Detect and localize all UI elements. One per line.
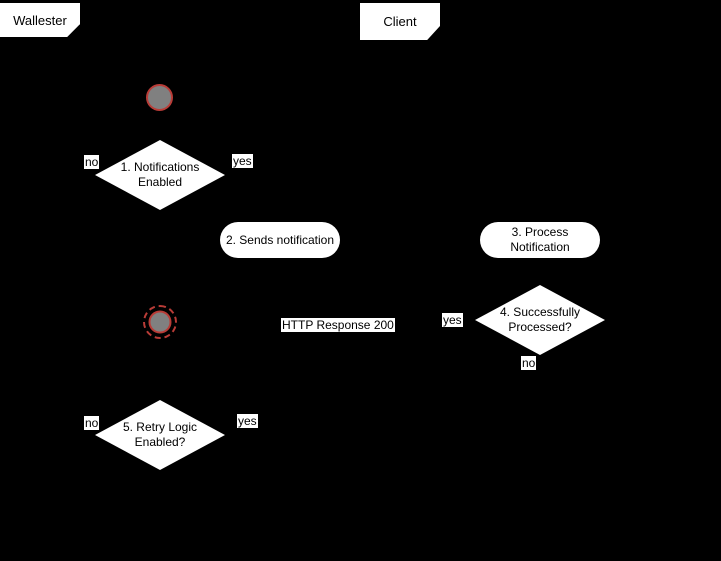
- process-sends-notification-line1: 2. Sends notification: [225, 232, 335, 247]
- process-sends-notification: 2. Sends notification: [220, 222, 340, 258]
- decision-retry-logic-enabled-line2: Enabled?: [134, 435, 186, 449]
- process-process-notification-line2: Notification: [510, 240, 570, 254]
- edge-label-decision1-yes: yes: [232, 154, 253, 168]
- start-event-node: [146, 84, 173, 111]
- edge-label-decision4-yes: yes: [442, 313, 463, 327]
- edge-label-decision5-no: no: [84, 416, 100, 430]
- decision-notifications-enabled-line2: Enabled: [137, 175, 183, 189]
- end-event-node: [143, 305, 177, 339]
- lane-tab-wallester-label: Wallester: [13, 12, 67, 28]
- lane-tab-client: Client: [360, 3, 440, 40]
- lane-tab-wallester: Wallester: [0, 3, 80, 37]
- decision-notifications-enabled: 1. Notifications Enabled: [95, 140, 225, 210]
- edge-label-decision4-no: no: [521, 356, 537, 370]
- decision-successfully-processed-line1: 4. Successfully: [499, 305, 581, 319]
- end-event-node-inner: [148, 310, 172, 334]
- edge-label-http-response-200: HTTP Response 200: [281, 318, 395, 332]
- edge-label-decision5-yes: yes: [237, 414, 258, 428]
- decision-successfully-processed: 4. Successfully Processed?: [475, 285, 605, 355]
- process-process-notification: 3. Process Notification: [480, 222, 600, 258]
- decision-notifications-enabled-line1: 1. Notifications: [120, 160, 200, 174]
- edge-label-decision1-no: no: [84, 155, 100, 169]
- decision-retry-logic-enabled: 5. Retry Logic Enabled?: [95, 400, 225, 470]
- decision-successfully-processed-line2: Processed?: [508, 320, 572, 334]
- decision-retry-logic-enabled-line1: 5. Retry Logic: [122, 420, 198, 434]
- process-process-notification-line1: 3. Process: [511, 225, 569, 239]
- lane-tab-client-label: Client: [383, 14, 417, 29]
